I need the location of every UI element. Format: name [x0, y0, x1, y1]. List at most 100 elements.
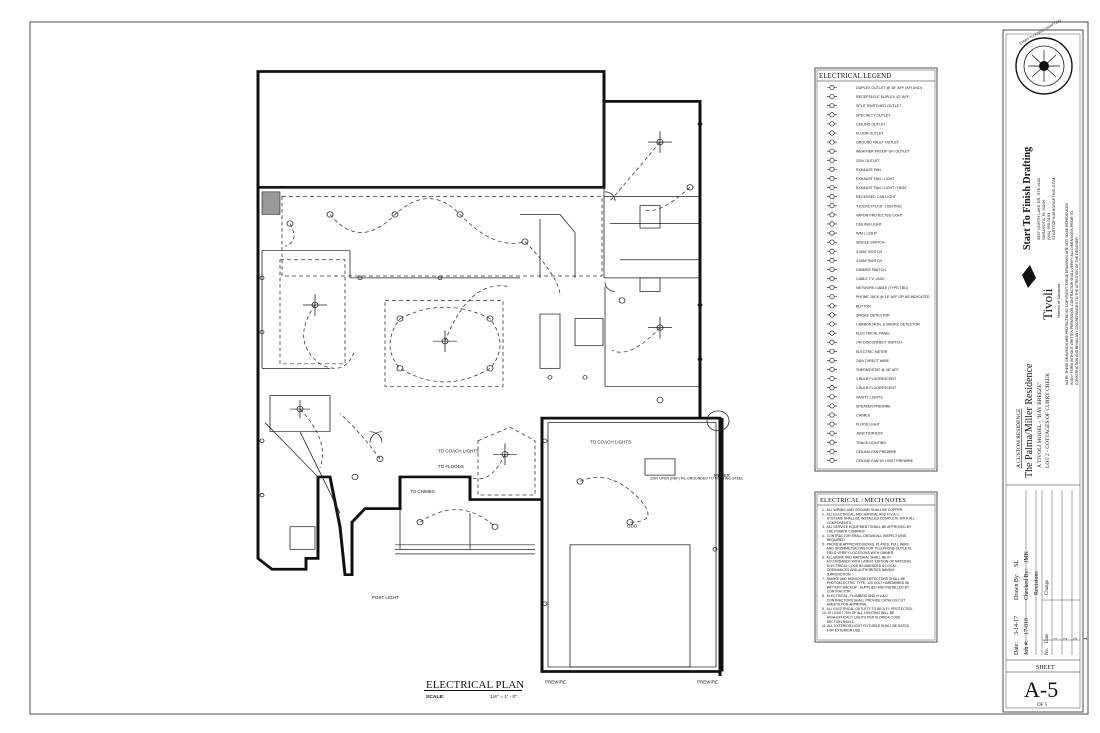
rev-change-label: Change [1045, 579, 1050, 595]
note-line: ORDINANCES AND AUTHORITIES HAVING [822, 568, 895, 572]
garage-walls [256, 70, 606, 189]
thermostat-icon [827, 367, 837, 373]
legend-label: SPEAKER PREWIRE [856, 404, 891, 408]
smoke-detector-icon [827, 312, 837, 318]
legend-row: DUPLEX OUTLET @ 18" AFF (AFI UNO) [827, 84, 922, 91]
ceiling-fixtures [290, 131, 672, 466]
notes-lines: 1. ALL WIRING AND GROUND SHALL BE COPPER… [822, 508, 915, 632]
2-bulb-fluorescent-icon [827, 385, 837, 391]
legend-label: 240 DISCONNECT SWITCH [856, 341, 902, 345]
single-switch-icon [827, 239, 837, 245]
project-lot: LOT 2 - COTTAGES OF CURRY CREEK [1045, 373, 1051, 468]
legend-row: JUNCTION BOX [827, 430, 883, 436]
note-line: 5. PROVIDE APPROVED BOXES, PLATES, PULL … [822, 542, 910, 546]
legend-row: ELECTRICAL PANEL [827, 330, 891, 336]
plan-note: PREWIRE [697, 679, 718, 684]
legend-label: ELECTRICAL PANEL [856, 332, 891, 336]
floor-outlet-icon [827, 130, 837, 136]
legend-label: VANITY LIGHTS [856, 395, 883, 399]
phone-jack-icon [827, 294, 837, 300]
note-line: SHEETS FOR APPROVAL. [822, 603, 868, 607]
recessed-lights [286, 184, 694, 530]
checked-label: Checked By: [1024, 569, 1030, 600]
note-line: REQUIRED. [822, 538, 846, 542]
legend-row: 240V DIRECT WIRE [827, 357, 890, 363]
legend-row: FLOOR OUTLET [827, 130, 884, 136]
legend-row: CARBON MON. & SMOKE DETECTOR [827, 321, 920, 327]
vanity-lights-icon [827, 394, 837, 400]
legend-row: GROUND FAULT OUTLET [827, 139, 900, 145]
rev-no-label: No. [1045, 648, 1050, 655]
garage2-walls [540, 418, 720, 673]
recessed-can-light-icon [576, 478, 584, 485]
legend-row: THERMOSTAT @ 48" AFF [827, 367, 899, 373]
receptacle-duplex-icon [827, 94, 837, 100]
disclaimer: NOTE: THESE DRAWINGS ARE PROTECTED BY CO… [1065, 202, 1079, 385]
project-model: A TIVOLI MODEL - "BAY BREEZE" [1037, 382, 1043, 468]
notes-frame [814, 491, 938, 643]
plan-note: TO COACH LIGHTS [590, 440, 631, 445]
note-line: COMPONENTS. [822, 521, 852, 525]
panel-box [261, 191, 281, 215]
legend-row: CABLE T.V. JACK [827, 276, 885, 282]
legend-row: VANITY LIGHTS [827, 394, 883, 400]
track-lighting-icon [827, 439, 837, 445]
disconnect-switch-icon [827, 339, 837, 345]
legend-row: 3-WAY SWITCH [827, 248, 882, 254]
checked-value: JMK [1024, 550, 1030, 563]
firm-seal: START TO FINISH DRAFTING [1015, 18, 1073, 95]
plan-title: ELECTRICAL PLAN [426, 680, 525, 690]
exhaust-fan-icon [827, 166, 837, 172]
legend-rows: DUPLEX OUTLET @ 18" AFF (AFI UNO) RECEPTA… [827, 84, 930, 464]
chimes-icon [827, 412, 837, 418]
legend-label: NETWORK CABLE (TYPE TBD) [856, 286, 908, 290]
rev-row-number: 1 [1054, 637, 1059, 640]
plan-note: TO COACH LIGHTS [438, 449, 479, 454]
legend-label: EXHAUST FAN / LIGHT [856, 177, 895, 181]
garage-equipment [644, 458, 676, 476]
firm-info: Start To Finish Drafting 5627 NORTH LAKE… [1022, 147, 1056, 250]
recessed-can-light-icon [456, 211, 464, 218]
firm-phone: (941) 555-0193 [1046, 212, 1051, 240]
legend-row: TRACK LIGHTING [827, 439, 886, 445]
recessed-can-light-icon [491, 523, 499, 530]
legend-row: CEILING LIGHT [827, 221, 883, 227]
note-line: SYSTEMS SHALL BE INSTALLED COMPLETE WITH… [822, 517, 915, 521]
specialty-outlet-icon [827, 112, 837, 118]
tivoli-logo: Tivoli Homes of Sarasota [1022, 265, 1061, 320]
note-line: 11. ALL EXTERIOR LIGHT FIXTURES SHALL BE… [822, 624, 910, 628]
floor-plan [256, 70, 730, 677]
wall-light-icon [827, 230, 837, 236]
legend-label: BUTTON [856, 304, 871, 308]
garage-door [569, 544, 691, 668]
note-line: 1. ALL WIRING AND GROUND SHALL BE COPPER… [822, 508, 903, 512]
legend-row: "HOCKEYPUCK" LIGHTING [827, 203, 902, 209]
note-line: 10. AT LEAST 75% OF ALL LIGHTING WILL BE [822, 611, 895, 615]
legend-label: 3-WAY SWITCH [856, 250, 882, 254]
legend-label: RECEPTACLE DUPLEX 42" AFF. [856, 95, 910, 99]
note-line: AND GROMMETS/CONS FOR TELEPHONE OUTLETS. [822, 547, 912, 551]
legend-row: 240 DISCONNECT SWITCH [827, 339, 902, 345]
legend-label: SPLIT SWITCHED OUTLET [856, 104, 902, 108]
electrical-panel-icon [827, 330, 837, 336]
title-block: START TO FINISH DRAFTING Start To Finish… [1002, 18, 1089, 713]
recessed-can-light-icon [521, 238, 529, 245]
legend-label: RECESSED CAN LIGHT [856, 195, 897, 199]
legend-label: WEATHER PROOF GFI OUTLET [856, 150, 910, 154]
split-switched-outlet-icon [827, 103, 837, 109]
hockeypuck-lighting-icon [827, 203, 837, 209]
legend-label: 220V OUTLET [856, 159, 880, 163]
drawn-value: SL [1014, 560, 1020, 567]
legend-row: EXHAUST FAN / LIGHT [827, 175, 895, 181]
door-swings [369, 191, 616, 443]
legend-row: NETWORK CABLE (TYPE TBD) [827, 285, 908, 291]
revisions-label: Revisions [1034, 571, 1040, 595]
rev-row-number: 2 [1064, 637, 1069, 640]
legend-label: CARBON MON. & SMOKE DETECTOR [856, 323, 920, 327]
note-line: 2. ALL ELECTRICAL, MECHANICAL AND H.V.A.… [822, 512, 900, 516]
foyer-tray [477, 426, 536, 496]
legend-label: CEILING LIGHT [856, 222, 883, 226]
plan-note: GDO [627, 524, 638, 529]
note-line: 7. SMOKE AND MONOXIDE DETECTORS SHALL BE [822, 577, 906, 581]
